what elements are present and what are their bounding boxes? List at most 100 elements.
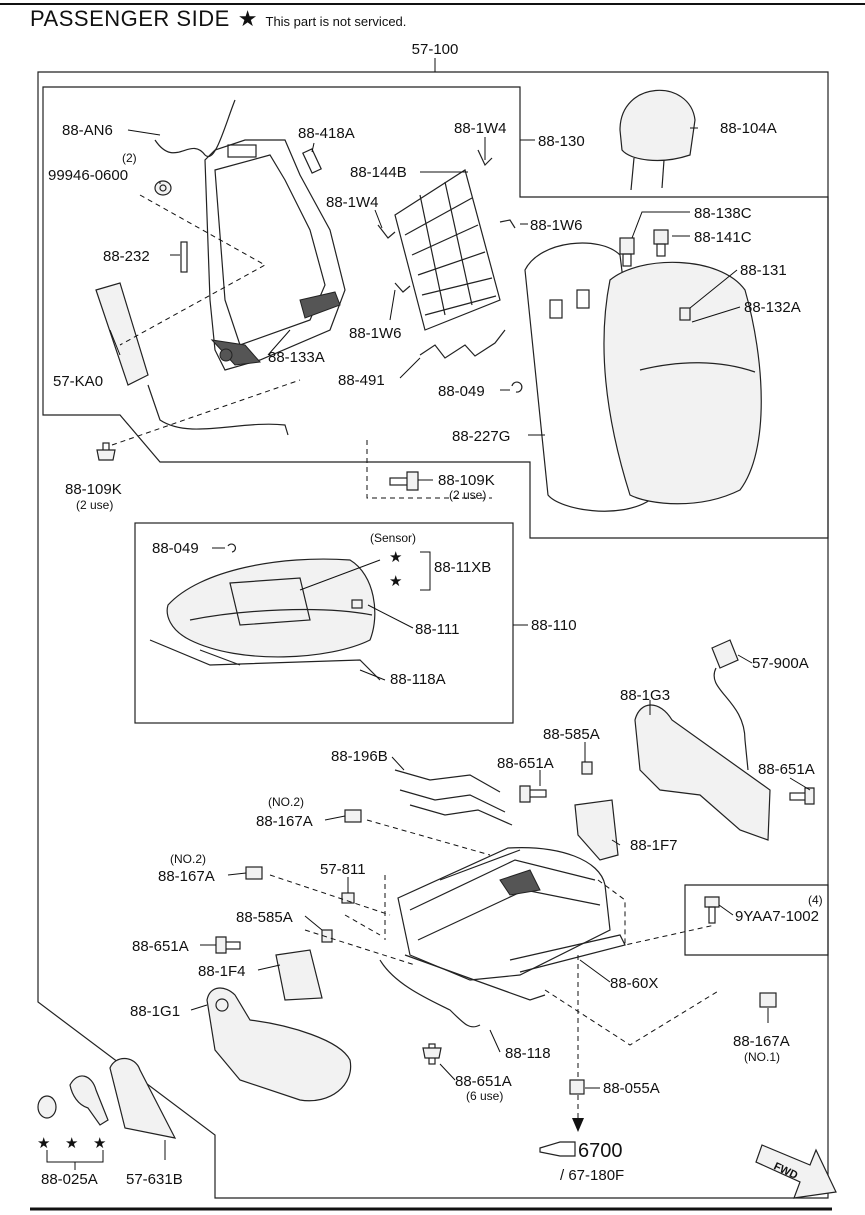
label-88-110: 88-110 bbox=[531, 617, 577, 634]
reference-67-180f: / 67-180F bbox=[560, 1167, 624, 1184]
clip-88-585a-right bbox=[581, 761, 593, 775]
bolt-9yaa7-1002 bbox=[704, 896, 720, 924]
hog-ring-88-049-cushion bbox=[227, 543, 236, 553]
leader-lines bbox=[46, 127, 811, 1170]
wire-88-491 bbox=[419, 329, 506, 359]
bolt-88-651a-right bbox=[789, 787, 815, 805]
wire-88-an6 bbox=[154, 99, 236, 158]
label-88-141c: 88-141C bbox=[694, 229, 752, 246]
label-no2-b: (NO.2) bbox=[170, 852, 206, 866]
label-88-132a: 88-132A bbox=[744, 299, 801, 316]
star-3-icon: ★ bbox=[93, 1135, 106, 1152]
bolt-box-9yaa7 bbox=[684, 884, 829, 956]
label-88-60x: 88-60X bbox=[610, 975, 658, 992]
label-88-025a: 88-025A bbox=[41, 1171, 98, 1188]
label-88-1f7: 88-1F7 bbox=[630, 837, 678, 854]
connector-88-055a bbox=[569, 1079, 585, 1095]
star-sensor-2-icon: ★ bbox=[389, 573, 402, 590]
label-no1: (NO.1) bbox=[744, 1050, 780, 1064]
bolt-88-109k-right bbox=[389, 471, 419, 491]
headrest-88-104a bbox=[619, 89, 696, 191]
guide-88-141c bbox=[653, 229, 669, 257]
label-88-232: 88-232 bbox=[103, 248, 150, 265]
cover-88-1f7 bbox=[574, 799, 619, 861]
label-88-1w4-top: 88-1W4 bbox=[454, 120, 507, 137]
assembly-outline-57-100 bbox=[37, 71, 829, 1199]
strip-88-418a bbox=[302, 148, 322, 174]
bolt-88-651a-upper bbox=[519, 785, 547, 803]
label-88-1w6-right: 88-1W6 bbox=[530, 217, 583, 234]
clip-88-1w4-mid bbox=[377, 224, 396, 239]
label-88-118: 88-118 bbox=[505, 1045, 551, 1062]
bolt-88-651a-left bbox=[215, 936, 241, 954]
label-88-651a-upper: 88-651A bbox=[497, 755, 554, 772]
reference-dash-lines bbox=[111, 194, 721, 1080]
part-88-111 bbox=[351, 599, 363, 609]
seat-back-outline bbox=[42, 86, 829, 539]
label-57-ka0: 57-KA0 bbox=[53, 373, 103, 390]
label-88-111: 88-111 bbox=[415, 621, 459, 638]
use-88-651a-bottom: (6 use) bbox=[466, 1089, 503, 1103]
knob-cap-88-025a bbox=[37, 1095, 57, 1119]
belt-buckle-57-900a bbox=[711, 639, 749, 771]
label-88-130: 88-130 bbox=[538, 133, 585, 150]
label-88-585a-right: 88-585A bbox=[543, 726, 600, 743]
label-99946-0600: 99946-0600 bbox=[48, 167, 128, 184]
label-88-11xb: 88-11XB bbox=[434, 559, 491, 576]
cover-88-1f4 bbox=[275, 949, 323, 1001]
label-88-651a-bottom: 88-651A bbox=[455, 1073, 512, 1090]
seat-track-88-60x bbox=[397, 847, 626, 1001]
clip-88-585a-left bbox=[321, 929, 333, 943]
qty-99946: (2) bbox=[122, 151, 137, 165]
not-serviced-note: This part is not serviced. bbox=[265, 14, 407, 29]
bolt-88-651a-bottom bbox=[422, 1043, 442, 1065]
label-88-491: 88-491 bbox=[338, 372, 385, 389]
label-57-100: 57-100 bbox=[412, 41, 459, 58]
label-88-1w6-mid: 88-1W6 bbox=[349, 325, 402, 342]
label-88-418a: 88-418A bbox=[298, 125, 355, 142]
star-2-icon: ★ bbox=[65, 1135, 78, 1152]
mat-spring-88-144b bbox=[394, 169, 501, 331]
pad-88-232 bbox=[180, 241, 188, 273]
label-88-138c: 88-138C bbox=[694, 205, 752, 222]
clip-88-1w4-top bbox=[477, 149, 493, 167]
not-serviced-star-icon: ★ bbox=[237, 6, 258, 31]
label-88-585a-left: 88-585A bbox=[236, 909, 293, 926]
label-57-900a: 57-900A bbox=[752, 655, 809, 672]
side-cover-88-1g3 bbox=[634, 704, 771, 841]
label-88-167a-a: 88-167A bbox=[256, 813, 313, 830]
seat-cushion bbox=[149, 558, 381, 681]
side-airbag-57-ka0 bbox=[95, 282, 149, 386]
reference-hand-icon bbox=[539, 1141, 576, 1157]
clip-88-1w6-mid bbox=[394, 282, 411, 293]
bolt-88-109k-left bbox=[96, 442, 116, 461]
label-57-811: 57-811 bbox=[320, 861, 366, 878]
cover-57-631b bbox=[109, 1057, 177, 1139]
label-88-227g: 88-227G bbox=[452, 428, 510, 445]
cushion-box-88-110 bbox=[134, 522, 514, 724]
label-88-an6: 88-AN6 bbox=[62, 122, 113, 139]
label-9yaa7-1002: 9YAA7-1002 bbox=[735, 908, 819, 925]
label-88-651a-left: 88-651A bbox=[132, 938, 189, 955]
harness-88-118 bbox=[379, 959, 481, 1028]
star-1-icon: ★ bbox=[37, 1135, 50, 1152]
label-88-167a-c: 88-167A bbox=[733, 1033, 790, 1050]
page-header: PASSENGER SIDE ★ This part is not servic… bbox=[30, 6, 406, 32]
back-cover-88-131 bbox=[603, 261, 762, 505]
label-88-109k-left: 88-109K bbox=[65, 481, 122, 498]
label-88-118a: 88-118A bbox=[390, 671, 446, 688]
label-88-1g1: 88-1G1 bbox=[130, 1003, 180, 1020]
hog-ring-88-049-top bbox=[511, 381, 523, 393]
label-88-131: 88-131 bbox=[740, 262, 787, 279]
nut-99946-0600 bbox=[154, 180, 172, 196]
label-88-1f4: 88-1F4 bbox=[198, 963, 246, 980]
seat-back-frame bbox=[204, 139, 346, 371]
cap-88-167a-a bbox=[344, 809, 362, 823]
label-88-133a: 88-133A bbox=[268, 349, 325, 366]
cap-88-167a-b bbox=[245, 866, 263, 880]
springs-88-196b bbox=[394, 769, 513, 826]
label-sensor: (Sensor) bbox=[370, 531, 416, 545]
label-88-055a: 88-055A bbox=[603, 1080, 660, 1097]
label-88-167a-b: 88-167A bbox=[158, 868, 215, 885]
